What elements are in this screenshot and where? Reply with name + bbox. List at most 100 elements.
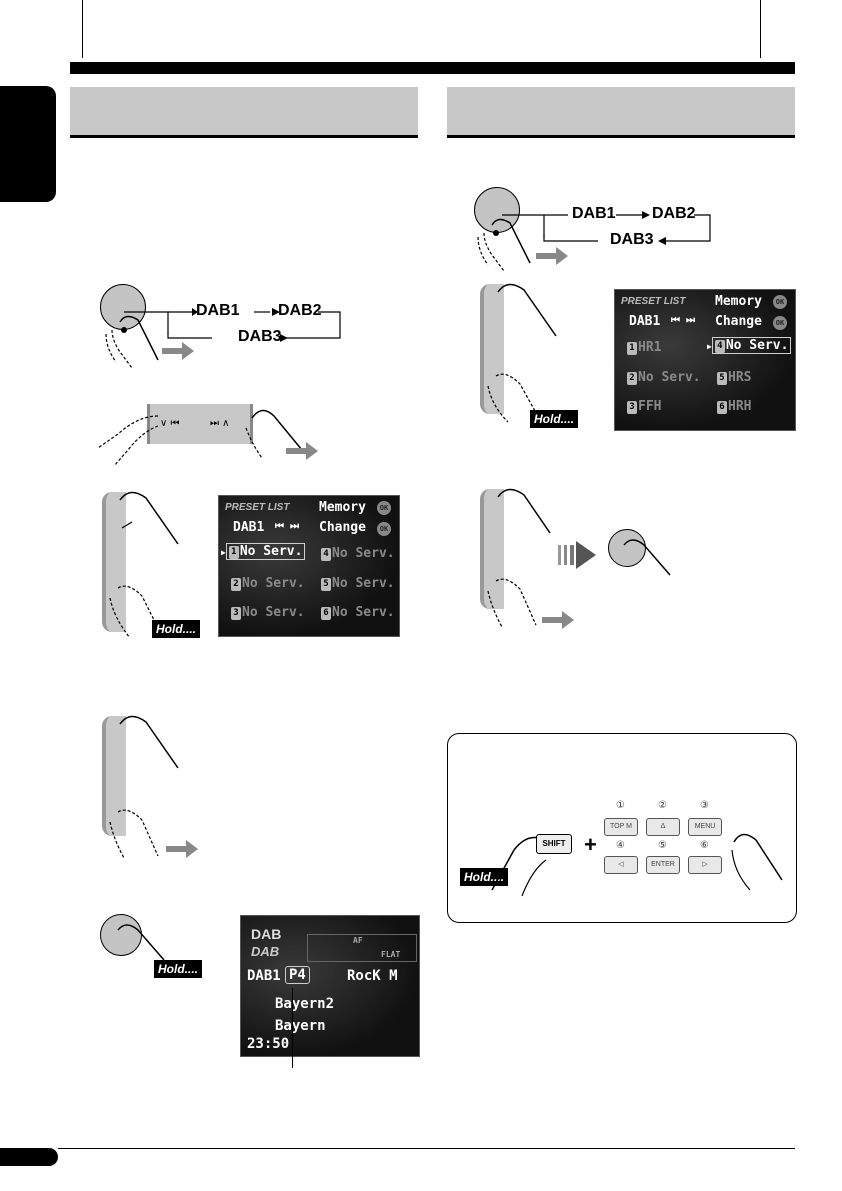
dial-then-button-illustration	[474, 485, 694, 630]
preset-number: 5	[717, 372, 727, 385]
language-tab	[0, 86, 56, 202]
seek-icons: ⏮ ⏭	[671, 315, 696, 326]
hold-badge: Hold....	[154, 960, 202, 978]
remote-button-label: TOP M	[610, 823, 632, 830]
preset-number: 1	[627, 342, 637, 355]
remote-button-right[interactable]: ▷	[688, 856, 722, 874]
preset-list-display-1: PRESET LIST Memory OK DAB1 ⏮ ⏭ Change OK…	[218, 495, 400, 637]
section-header-right	[447, 87, 795, 138]
change-label: Change	[715, 314, 762, 329]
finger-right-icon	[245, 409, 303, 459]
finger-icon	[109, 715, 179, 859]
top-bar	[70, 62, 795, 74]
ok-icon: OK	[377, 522, 391, 536]
dial-strip	[480, 284, 504, 414]
remote-button-up[interactable]: Δ	[646, 818, 680, 836]
dial-strip	[480, 489, 504, 609]
change-label: Change	[319, 520, 366, 535]
dial-strip	[102, 492, 126, 632]
remote-button-menu[interactable]: MENU	[688, 818, 722, 836]
ok-icon: OK	[377, 501, 391, 515]
finger-left-icon	[98, 415, 159, 466]
page-number-tab	[0, 1148, 58, 1166]
seek-left-label: ∨ ⏮	[160, 418, 180, 429]
hold-badge: Hold....	[152, 620, 200, 638]
band-cycle-lines	[502, 211, 711, 245]
preset-number: 3	[231, 607, 241, 620]
pty-label: RocK M	[347, 968, 398, 984]
preset-name: HRH	[728, 399, 752, 414]
source-button-icon	[100, 284, 146, 330]
finger-icon	[109, 491, 179, 638]
remote-button-left[interactable]: ◁	[604, 856, 638, 874]
preset-list-display-2: PRESET LIST Memory OK DAB1 ⏮ ⏭ Change OK…	[614, 289, 796, 431]
band-cycle-lines	[124, 308, 341, 342]
cursor-arrow-icon: ▶	[707, 342, 712, 351]
shift-button[interactable]: SHIFT	[536, 834, 572, 854]
preset-number: 1	[228, 546, 239, 559]
preset-name: HRS	[728, 370, 752, 385]
preset-name: No Serv.	[242, 605, 305, 620]
remote-number-5: ⑤	[658, 840, 667, 851]
remote-button-label: ENTER	[651, 861, 675, 868]
press-arrow-icon	[536, 247, 568, 265]
remote-button-enter[interactable]: ENTER	[646, 856, 680, 874]
preset-list-title: PRESET LIST	[621, 296, 686, 307]
shift-label: SHIFT	[542, 839, 566, 848]
seek-icons: ⏮ ⏭	[275, 521, 300, 532]
dab-logo-bottom: DAB	[251, 944, 280, 959]
preset-name: No Serv.	[239, 544, 303, 559]
band-label: DAB1	[247, 968, 281, 984]
seek-right-label: ⏭ ∧	[210, 418, 230, 429]
remote-button-label: ◁	[618, 861, 624, 868]
hold-knob-illustration-2: Hold....	[474, 280, 584, 432]
band-dab2: DAB2	[652, 205, 696, 222]
remote-button-top-m[interactable]: TOP M	[604, 818, 638, 836]
preset-number: 3	[627, 401, 637, 414]
service-label: Bayern2	[275, 996, 335, 1012]
button-icon	[100, 914, 142, 956]
preset-name: No Serv.	[725, 338, 789, 353]
remote-button-label: ▷	[702, 861, 708, 868]
source-button-icon	[474, 187, 520, 233]
finger-icon	[731, 833, 783, 891]
dial-strip	[102, 716, 126, 836]
preset-number: 6	[321, 607, 331, 620]
press-arrow-icon	[286, 442, 318, 460]
callout-line	[292, 988, 293, 1068]
ok-icon: OK	[773, 316, 787, 330]
ensemble-label: Bayern	[275, 1018, 326, 1034]
preset-number: 6	[717, 401, 727, 414]
indicator-panel	[307, 934, 417, 962]
cursor-arrow-icon: ▶	[221, 548, 226, 557]
band-dab2: DAB2	[278, 302, 322, 319]
ok-icon: OK	[773, 295, 787, 309]
dab-logo-top: DAB	[251, 926, 282, 942]
band-label: DAB1	[629, 314, 661, 329]
band-dab3: DAB3	[610, 231, 654, 248]
section-header-left	[70, 87, 418, 138]
preset-number-badge: P4	[285, 966, 310, 984]
band-select-illustration-left: DAB1 DAB2 DAB3	[92, 282, 352, 372]
footer-rule	[58, 1148, 795, 1149]
preset-number: 2	[231, 578, 241, 591]
band-dab3: DAB3	[238, 328, 282, 345]
press-arrow-icon	[166, 840, 198, 858]
band-dab1: DAB1	[196, 302, 240, 319]
band-dab1: DAB1	[572, 205, 616, 222]
remote-button-label: MENU	[694, 823, 716, 830]
hold-button-illustration: Hold....	[96, 912, 206, 982]
preset-name: HR1	[638, 340, 662, 355]
